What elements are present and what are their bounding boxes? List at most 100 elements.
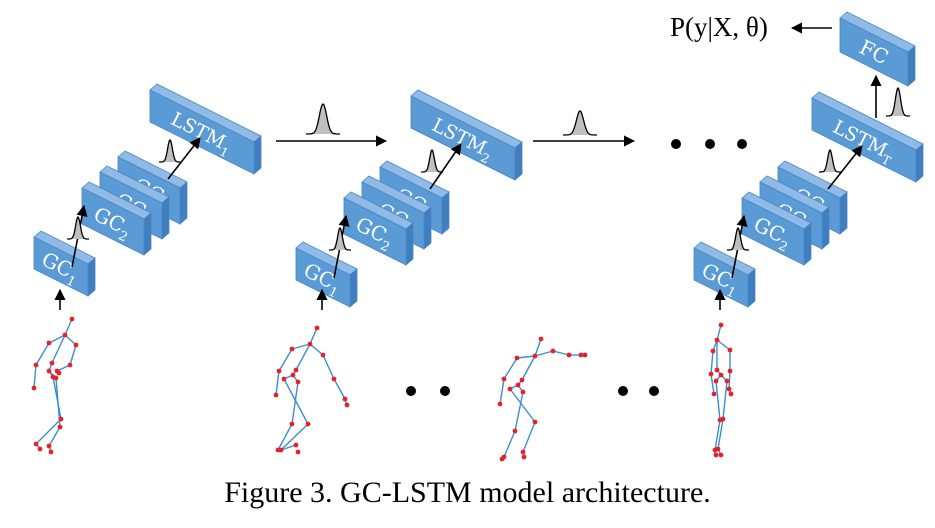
block-side-face xyxy=(161,196,170,240)
block-side-face xyxy=(253,135,262,175)
block-side-face xyxy=(423,206,432,250)
skeleton-bone xyxy=(35,418,62,445)
skeleton-joint xyxy=(728,391,734,397)
block-side-face xyxy=(179,181,188,225)
skeleton-joint xyxy=(718,452,724,458)
block-side-face xyxy=(514,141,523,181)
gaussian-fill xyxy=(67,217,89,239)
skeleton-bone xyxy=(521,355,536,381)
skeleton-bone xyxy=(722,380,728,420)
skeleton-bone xyxy=(309,343,324,356)
gaussian-fill xyxy=(727,228,749,250)
skeleton-joint xyxy=(57,424,63,430)
skeleton-bone xyxy=(715,380,721,421)
skeleton-joint xyxy=(53,375,59,381)
skeleton-joint xyxy=(520,449,526,455)
skeleton-frame-2 xyxy=(273,325,350,455)
skeleton-joint xyxy=(278,447,284,453)
skeleton-joint xyxy=(582,352,588,358)
skeleton-joint xyxy=(320,352,326,358)
skeleton-bone xyxy=(322,354,335,380)
skeleton-joint xyxy=(33,362,39,368)
gaussian-curve xyxy=(727,226,749,251)
skeleton-frame-4 xyxy=(708,322,734,458)
skeleton-bone xyxy=(51,334,66,364)
output-probability-label: P(y|X, θ) xyxy=(670,12,768,42)
gaussian-curve xyxy=(421,149,443,173)
skeleton-joint xyxy=(497,401,503,407)
skeleton-bone xyxy=(64,318,73,336)
skeleton-joint xyxy=(48,449,54,455)
skeleton-bone xyxy=(48,334,66,344)
skeleton-bone xyxy=(503,430,516,458)
gaussian-fill xyxy=(421,150,443,172)
block-side-face xyxy=(803,222,812,266)
block-side-face xyxy=(915,143,924,183)
skeleton-bone xyxy=(48,426,61,447)
skeleton-bone xyxy=(33,364,37,389)
skeleton-joint xyxy=(290,372,296,378)
gaussian-icon xyxy=(306,103,340,135)
block-side-face xyxy=(839,191,848,235)
skeleton-joint xyxy=(720,416,726,422)
gaussian-fill xyxy=(306,104,340,134)
skeleton-joint xyxy=(724,378,730,384)
skeleton-bone xyxy=(728,370,731,390)
skeleton-joint xyxy=(49,360,55,366)
skeleton-bone xyxy=(499,378,505,405)
skeleton-bone xyxy=(534,350,554,357)
skeleton-joint xyxy=(726,386,732,392)
skeleton-joint xyxy=(507,386,513,392)
column-2: GCGCGC2GC1LSTM2 xyxy=(295,89,523,308)
column-1: GCGCGC2GC1LSTM1 xyxy=(33,83,262,297)
block-side-face xyxy=(747,268,756,308)
skeletons-layer xyxy=(31,316,734,462)
skeleton-bone xyxy=(278,348,293,372)
skeleton-joint xyxy=(578,352,584,358)
skeleton-bone xyxy=(275,370,280,396)
skeleton-joint xyxy=(711,391,717,397)
skeleton-bone xyxy=(291,381,299,425)
skeleton-bone xyxy=(503,357,518,380)
skeleton-bone xyxy=(552,350,570,356)
skeleton-bone xyxy=(522,421,536,453)
block-side-face xyxy=(349,268,358,308)
block-front-face xyxy=(839,17,909,87)
gc-block-1: GC1 xyxy=(33,230,96,297)
gaussian-fill xyxy=(329,228,351,250)
block-side-face xyxy=(143,212,152,256)
skeleton-joint xyxy=(331,376,337,382)
skeleton-joint xyxy=(520,389,526,395)
skeleton-joint xyxy=(31,385,37,391)
skeleton-joint xyxy=(307,341,313,347)
gaussian-curve xyxy=(67,215,89,240)
skeleton-joint xyxy=(718,372,724,378)
skeleton-bone xyxy=(64,334,77,346)
skeleton-bone xyxy=(69,344,77,366)
skeleton-joint xyxy=(289,421,295,427)
skeleton-joint xyxy=(289,346,295,352)
skeleton-bone xyxy=(710,373,715,395)
gaussian-fill xyxy=(563,111,597,135)
skeleton-bone xyxy=(514,391,524,432)
skeleton-joint xyxy=(727,368,733,374)
skeleton-joint xyxy=(314,325,320,331)
skeleton-joint xyxy=(73,342,79,348)
gc-block-2: GC2 xyxy=(81,181,152,256)
skeleton-bone xyxy=(280,423,309,451)
gc-block-2: GC2 xyxy=(343,191,414,266)
skeleton-joint xyxy=(58,416,64,422)
gc-block-1: GC1 xyxy=(295,241,358,308)
skeleton-joint xyxy=(295,379,301,385)
skeleton-joint xyxy=(293,442,299,448)
gaussian-icon xyxy=(819,148,841,173)
gaussian-curve xyxy=(886,87,910,117)
skeleton-joint xyxy=(46,340,52,346)
fc-block: FC xyxy=(839,11,916,87)
skeleton-joint xyxy=(62,332,68,338)
skeleton-joint xyxy=(37,446,43,452)
skeleton-joint xyxy=(276,368,282,374)
gaussian-icon xyxy=(421,149,443,173)
skeleton-joint xyxy=(532,353,538,359)
